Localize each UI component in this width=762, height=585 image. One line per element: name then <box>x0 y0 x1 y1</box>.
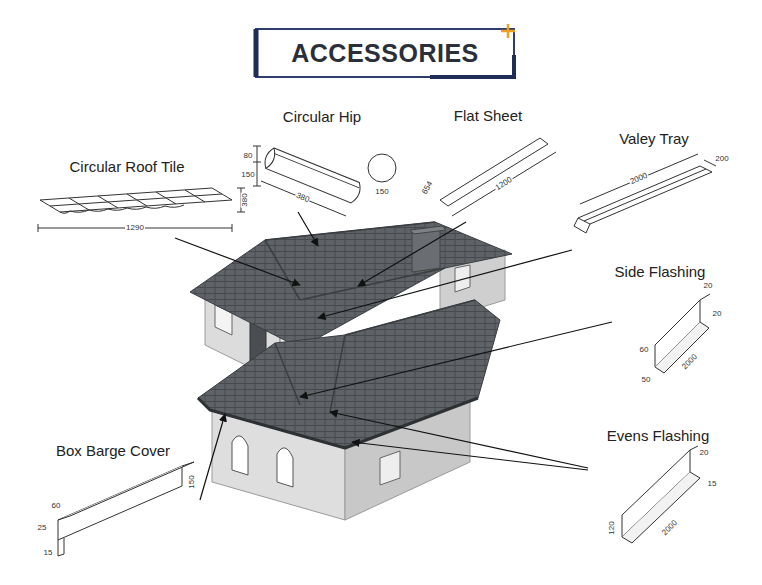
hip-drawing-part <box>262 147 363 205</box>
dimension-label: 20 <box>699 449 710 457</box>
box-barge-drawing <box>58 462 194 556</box>
box-barge-drawing-part <box>58 466 182 540</box>
evens-flashing-drawing <box>622 446 700 543</box>
part-name: Flat Sheet <box>452 108 524 123</box>
leader-arrows-part <box>318 250 572 318</box>
evens-flashing-drawing-part <box>622 472 700 543</box>
dimension-label: 380 <box>294 191 311 204</box>
dimension-label: 150 <box>188 474 196 489</box>
hip-drawing-part <box>261 181 346 216</box>
house-part <box>232 436 248 475</box>
leader-arrows-part <box>200 414 225 500</box>
hip-drawing-part <box>266 148 278 170</box>
flat-sheet-drawing-part <box>452 152 556 216</box>
house-part <box>198 300 500 448</box>
dimension-label: 2000 <box>680 352 700 372</box>
leader-arrows-part <box>330 412 588 468</box>
dimension-label: 20 <box>703 282 714 290</box>
dimension-label: 2000 <box>660 518 680 538</box>
house-part <box>265 222 445 300</box>
house-part <box>412 228 440 272</box>
dimension-label: 50 <box>641 376 652 384</box>
part-name: Box Barge Cover <box>54 443 172 458</box>
hip-drawing-part <box>368 154 396 182</box>
box-barge-drawing-part <box>58 538 64 556</box>
roof-tile-drawing-part <box>69 190 205 210</box>
flat-sheet-drawing <box>440 138 556 216</box>
valley-tray-drawing-part <box>580 154 698 204</box>
dimension-label: 2000 <box>628 171 649 186</box>
roof-tile-drawing-part <box>38 224 232 232</box>
flat-sheet-drawing-part <box>440 138 548 206</box>
house-part <box>198 398 478 448</box>
valley-tray-drawing-part <box>574 218 590 233</box>
part-name: Valey Tray <box>617 131 691 146</box>
evens-flashing-drawing-part <box>690 446 698 450</box>
part-name: Circular Hip <box>281 109 363 124</box>
dimension-label: 1200 <box>493 175 514 192</box>
dimension-label: 25 <box>37 524 48 532</box>
dimension-label: 60 <box>639 346 650 354</box>
dimension-label: 20 <box>712 310 723 318</box>
house-part <box>380 451 400 485</box>
leader-arrows-part <box>300 322 612 397</box>
side-flashing-drawing-part <box>700 294 710 300</box>
dimension-label: 654 <box>421 179 436 196</box>
roof-tile-drawing-part <box>50 194 222 206</box>
hip-drawing <box>253 146 396 216</box>
part-name: Evens Flashing <box>605 428 712 443</box>
hip-drawing-part <box>274 153 359 187</box>
valley-tray-drawing <box>574 154 716 233</box>
dimension-label: 15 <box>707 480 718 488</box>
roof-tile-drawing-part <box>40 188 232 212</box>
leader-arrows-part <box>175 238 300 285</box>
house-part <box>277 448 293 487</box>
dimension-label: 200 <box>714 155 729 163</box>
dimension-label: 15 <box>43 549 54 557</box>
box-barge-drawing-part <box>58 462 194 520</box>
dimension-label: 150 <box>240 171 255 179</box>
leader-arrows-part <box>358 222 466 286</box>
dimension-label: 1290 <box>125 224 145 232</box>
side-flashing-drawing-part <box>655 322 709 373</box>
dimension-label: 60 <box>51 502 62 510</box>
hip-drawing-part <box>253 146 261 186</box>
house <box>190 222 512 520</box>
hip-drawing-part <box>262 147 363 205</box>
leader-arrows <box>175 212 612 500</box>
dimension-label: 120 <box>608 520 616 535</box>
dimension-label: 150 <box>374 188 389 196</box>
part-name: Circular Roof Tile <box>67 159 186 174</box>
house-part <box>410 226 446 234</box>
roof-tile-drawing <box>38 188 245 232</box>
valley-tray-drawing-part <box>578 166 712 224</box>
title-frame-part <box>254 29 259 77</box>
roof-tile-drawing-part <box>60 205 184 213</box>
page-title: ACCESSORIES <box>291 41 478 66</box>
title-frame <box>256 24 515 77</box>
leader-arrows-part <box>298 212 318 246</box>
part-name: Side Flashing <box>613 264 708 279</box>
title-frame-part <box>501 24 515 38</box>
dimension-label: 80 <box>243 152 254 160</box>
title-frame-part <box>256 29 514 77</box>
leader-arrows-part <box>352 442 588 470</box>
dimension-label: 380 <box>241 192 249 207</box>
side-flashing-drawing <box>655 294 710 373</box>
